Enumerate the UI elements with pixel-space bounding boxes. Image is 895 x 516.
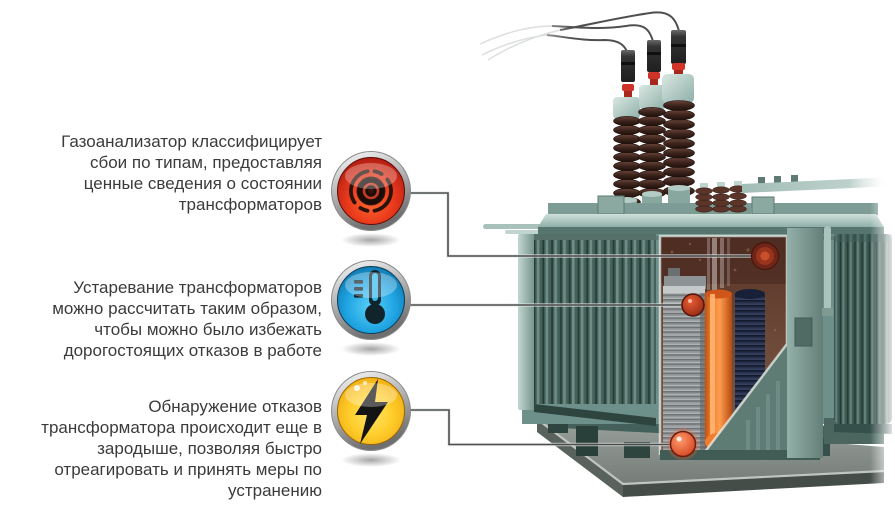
lightning-bolt-icon <box>331 371 411 467</box>
thermometer-icon <box>331 260 411 356</box>
callout-text-line: отреагировать и принять меры по <box>54 460 322 479</box>
front-panel <box>787 226 833 458</box>
bus-arm <box>742 175 895 193</box>
callout-text-line: сбои по типам, предоставляя <box>89 153 322 172</box>
cutaway-section <box>658 234 789 458</box>
bushing-red-clamps <box>622 63 685 97</box>
callout-line-fault <box>409 409 670 446</box>
callout-text-line: зародыше, позволяя быстро <box>97 439 322 458</box>
right-fade <box>870 150 895 500</box>
lead-streaks <box>707 238 730 292</box>
callout-fault-detection: Обнаружение отказов трансформатора проис… <box>0 396 322 501</box>
callout-text-line: трансформаторов <box>178 195 322 214</box>
bottom-rail <box>660 450 820 460</box>
sensor-dot-gas <box>750 241 780 271</box>
callout-aging: Устаревание трансформаторов можно рассчи… <box>0 277 322 361</box>
core-stack <box>663 286 705 455</box>
callout-text-line: чтобы можно было избежать <box>94 320 322 339</box>
callout-text-line: Устаревание трансформаторов <box>73 278 322 297</box>
callout-text-line: можно рассчитать таким образом, <box>52 299 322 318</box>
left-radiator <box>534 234 656 426</box>
callout-gas-analyzer: Газоанализатор классифицирует сбои по ти… <box>0 131 322 215</box>
sensor-dot-aging <box>681 293 705 317</box>
callout-text-line: трансформатора происходит еще в <box>41 418 322 437</box>
alarm-icon <box>331 151 411 247</box>
tank-lid <box>483 214 884 236</box>
cable-motion-blur <box>479 25 561 61</box>
callout-text-line: Обнаружение отказов <box>148 397 322 416</box>
callout-text-line: устранению <box>228 481 322 500</box>
callout-lines <box>409 191 780 460</box>
callout-line-gas <box>409 192 751 257</box>
callout-text-line: дорогостоящих отказов в работе <box>63 341 322 360</box>
lid-junction-boxes <box>597 195 775 215</box>
thermometer-glyph <box>354 270 385 324</box>
sensor-dot-fault <box>667 428 699 460</box>
lightning-glyph <box>354 379 388 444</box>
hv-bushings <box>613 30 695 228</box>
callout-text-line: ценные сведения о состоянии <box>83 174 322 193</box>
lv-bushings <box>694 181 752 218</box>
tank-body <box>518 226 892 460</box>
callout-text-line: Газоанализатор классифицирует <box>61 132 322 151</box>
alarm-glyph <box>349 169 393 213</box>
